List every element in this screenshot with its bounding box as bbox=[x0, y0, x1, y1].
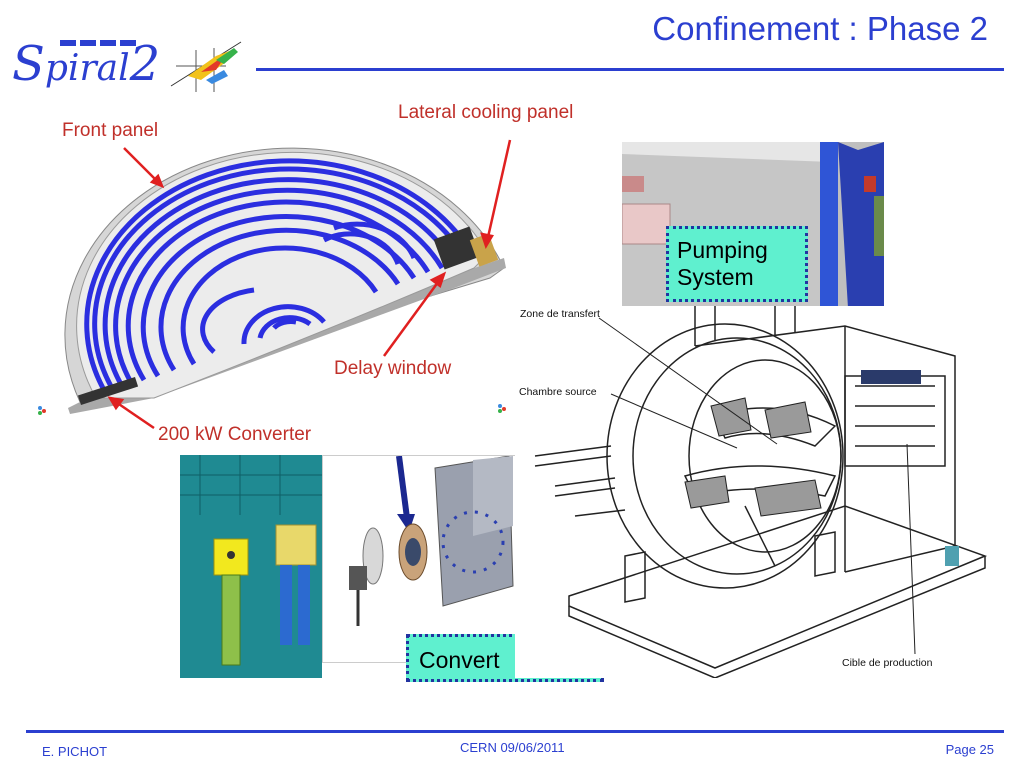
cible-production-label: Cible de production bbox=[842, 657, 933, 669]
footer-author: E. PICHOT bbox=[42, 744, 108, 759]
front-panel-label: Front panel bbox=[62, 120, 159, 141]
pumping-system-tag: Pumping System bbox=[666, 226, 808, 302]
hall-scene-drawing bbox=[180, 455, 322, 678]
lateral-cooling-panel-label: Lateral cooling panel bbox=[398, 102, 574, 123]
converter-figure bbox=[322, 455, 520, 663]
chambre-source-label: Chambre source bbox=[519, 386, 597, 398]
logo-word: piral bbox=[44, 48, 130, 89]
source-chamber-figure: Zone de transfert Chambre source Cible d… bbox=[515, 306, 989, 678]
converter-drawing bbox=[349, 456, 514, 626]
footer-rule bbox=[26, 730, 1004, 733]
delay-window-label: Delay window bbox=[334, 358, 452, 379]
footer-page-number: Page 25 bbox=[945, 742, 994, 757]
logo-letter-s: S bbox=[12, 36, 45, 92]
front-panel-figure: Front panel Lateral cooling panel Delay … bbox=[34, 102, 573, 452]
logo-graphic bbox=[60, 40, 242, 92]
pumping-figure: Pumping System bbox=[622, 142, 884, 308]
zone-transfert-label: Zone de transfert bbox=[520, 308, 600, 320]
footer-event: CERN 09/06/2011 bbox=[460, 740, 565, 755]
header-rule bbox=[256, 68, 1004, 71]
converter-label: 200 kW Converter bbox=[158, 424, 312, 445]
source-chamber-drawing bbox=[534, 306, 988, 678]
slide-title: Confinement : Phase 2 bbox=[652, 10, 988, 47]
front-panel-drawing bbox=[38, 139, 512, 430]
hall-scene-figure bbox=[180, 455, 322, 678]
